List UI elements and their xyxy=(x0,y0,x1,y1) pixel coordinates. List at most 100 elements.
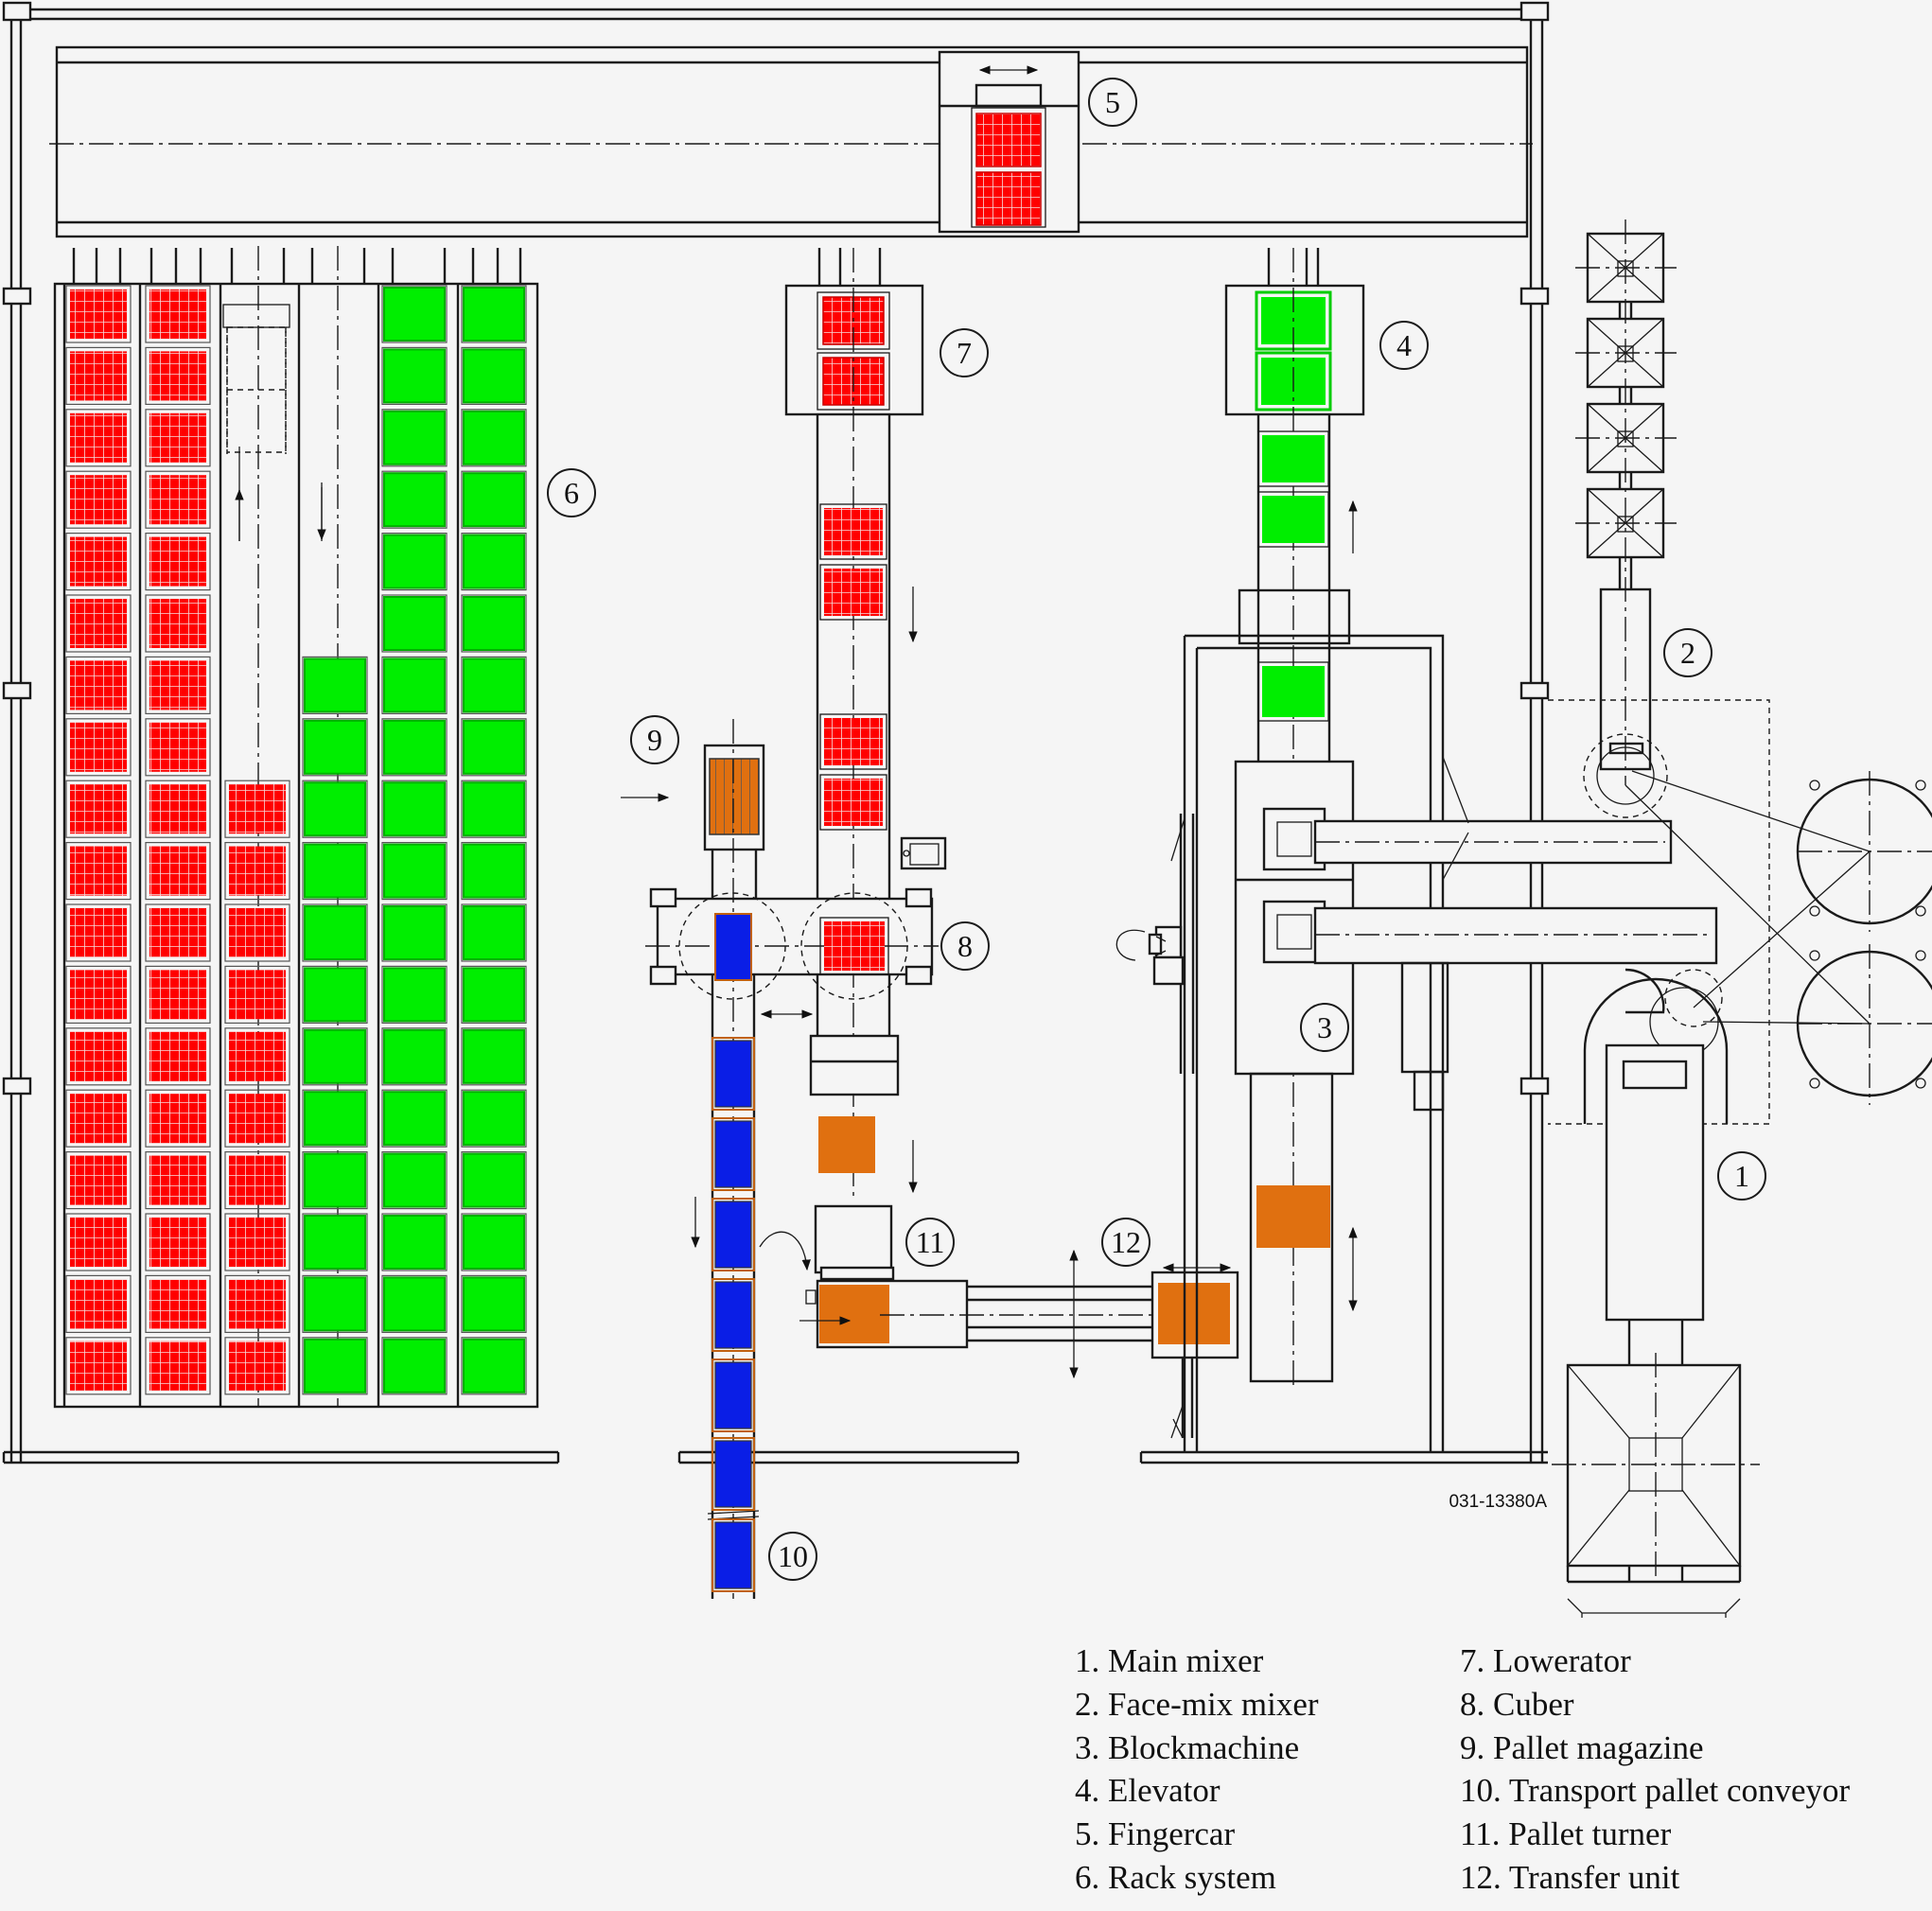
svg-text:11: 11 xyxy=(916,1225,945,1259)
rack-board xyxy=(145,470,211,529)
legend-item: 8. Cuber xyxy=(1460,1685,1574,1723)
callout-12: 12 xyxy=(1101,1218,1150,1267)
rack-board xyxy=(145,1274,211,1334)
rack-board xyxy=(381,1150,448,1210)
rack-board xyxy=(145,285,211,343)
legend-item: 5. Fingercar xyxy=(1075,1815,1236,1853)
rack-board xyxy=(145,1150,211,1210)
legend-item: 2. Face-mix mixer xyxy=(1075,1685,1319,1723)
rack-board xyxy=(381,1274,448,1334)
rack-board xyxy=(145,718,211,777)
rack-board xyxy=(65,718,132,777)
rack-board xyxy=(145,965,211,1025)
rack-board xyxy=(461,594,527,653)
rack-board xyxy=(145,1337,211,1395)
rack-board xyxy=(381,285,448,343)
rack-board xyxy=(145,903,211,962)
rack-board xyxy=(224,903,290,962)
rack-board xyxy=(381,532,448,591)
building-frame xyxy=(2,1,1550,1464)
callout-1: 1 xyxy=(1717,1151,1766,1201)
rack-board xyxy=(65,285,132,343)
rack-board xyxy=(65,594,132,653)
rack-board xyxy=(145,656,211,715)
rack-board xyxy=(381,1213,448,1271)
callout-2: 2 xyxy=(1663,628,1712,677)
rack-board xyxy=(381,718,448,777)
rack-board xyxy=(461,285,527,343)
rack-board xyxy=(381,965,448,1025)
svg-text:6: 6 xyxy=(564,476,579,510)
rack-board xyxy=(461,718,527,777)
rack-board xyxy=(145,532,211,591)
rack-board xyxy=(461,656,527,715)
rack-board xyxy=(461,1213,527,1271)
legend-left: 1. Main mixer 2. Face-mix mixer 3. Block… xyxy=(1075,1639,1319,1900)
rack-board xyxy=(461,1027,527,1086)
callout-3: 3 xyxy=(1300,1003,1349,1052)
rack-board xyxy=(145,1213,211,1271)
rack-board xyxy=(302,841,368,901)
rack-board xyxy=(65,780,132,838)
rack-board xyxy=(145,1089,211,1148)
legend-item: 1. Main mixer xyxy=(1075,1642,1264,1679)
main-mixer xyxy=(1552,770,1932,1618)
rack-board xyxy=(381,1089,448,1148)
rack-board xyxy=(302,1213,368,1271)
svg-text:9: 9 xyxy=(647,723,662,757)
callout-9: 9 xyxy=(630,715,679,764)
rack-board xyxy=(65,1027,132,1086)
rack-board xyxy=(65,1213,132,1271)
rack-system xyxy=(53,246,539,1409)
rack-board xyxy=(65,1150,132,1210)
rack-board xyxy=(302,1089,368,1148)
rack-board xyxy=(461,903,527,962)
rack-board xyxy=(65,1274,132,1334)
fingercar-track xyxy=(49,45,1533,238)
rack-board xyxy=(224,1150,290,1210)
svg-text:4: 4 xyxy=(1396,328,1412,362)
rack-board xyxy=(65,841,132,901)
face-mix-mixer xyxy=(1548,219,1770,1125)
blockmachine xyxy=(1115,588,1718,1452)
rack-board xyxy=(302,1274,368,1334)
rack-board xyxy=(461,409,527,467)
svg-text:2: 2 xyxy=(1680,636,1695,670)
rack-board xyxy=(65,965,132,1025)
rack-board xyxy=(461,470,527,529)
rack-board xyxy=(381,780,448,838)
rack-board xyxy=(145,780,211,838)
rack-board xyxy=(461,532,527,591)
rack-board xyxy=(65,409,132,467)
rack-board xyxy=(302,718,368,777)
rack-board xyxy=(65,346,132,405)
rack-board xyxy=(381,594,448,653)
rack-board xyxy=(302,1337,368,1395)
callout-7: 7 xyxy=(940,328,989,377)
rack-board xyxy=(461,1274,527,1334)
rack-board xyxy=(461,1089,527,1148)
rack-board xyxy=(145,594,211,653)
svg-text:7: 7 xyxy=(957,336,972,370)
svg-text:10: 10 xyxy=(778,1539,808,1573)
transport-pallet xyxy=(714,913,752,981)
svg-text:3: 3 xyxy=(1317,1010,1332,1044)
rack-board xyxy=(145,346,211,405)
rack-board xyxy=(381,656,448,715)
rack-board xyxy=(381,470,448,529)
callout-8: 8 xyxy=(940,921,990,971)
rack-board xyxy=(461,780,527,838)
rack-board xyxy=(145,1027,211,1086)
rack-board xyxy=(65,1089,132,1148)
rack-board xyxy=(461,965,527,1025)
rack-board xyxy=(381,409,448,467)
rack-board xyxy=(302,965,368,1025)
rack-board xyxy=(381,841,448,901)
rack-board xyxy=(224,1274,290,1334)
transport-pallet xyxy=(711,1278,755,1352)
svg-text:12: 12 xyxy=(1111,1225,1141,1259)
transfer-unit xyxy=(880,1249,1239,1439)
rack-board xyxy=(224,841,290,901)
legend-item: 11. Pallet turner xyxy=(1460,1815,1672,1853)
rack-board xyxy=(302,1150,368,1210)
